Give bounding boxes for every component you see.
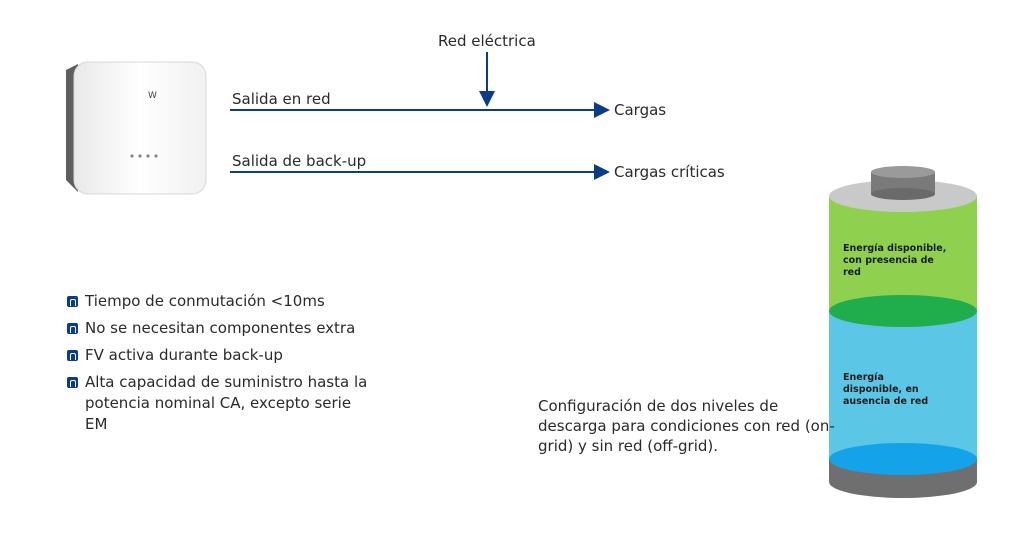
feature-text: Tiempo de conmutación <10ms: [85, 292, 325, 310]
svg-text:W: W: [148, 91, 157, 101]
bullet-icon: [67, 377, 78, 388]
feature-text: Alta capacidad de suministro hasta la po…: [85, 373, 368, 433]
feature-item: No se necesitan componentes extra: [67, 318, 387, 339]
bullet-icon: [67, 323, 78, 334]
critical-loads-label: Cargas críticas: [614, 163, 725, 181]
grid-output-label: Salida en red: [232, 90, 331, 108]
battery-top-label: Energía disponible, con presencia de red: [843, 243, 947, 278]
feature-item: Tiempo de conmutación <10ms: [67, 291, 387, 312]
bullet-icon: [67, 296, 78, 307]
battery-graphic: [829, 166, 977, 498]
config-description: Configuración de dos niveles de descarga…: [538, 397, 835, 455]
battery-bottom-label: Energía disponible, en ausencia de red: [843, 372, 929, 407]
bullet-icon: [67, 350, 78, 361]
feature-text: FV activa durante back-up: [85, 346, 283, 364]
backup-output-label: Salida de back-up: [232, 152, 367, 170]
loads-label: Cargas: [614, 101, 667, 119]
inverter-image: W: [66, 61, 207, 195]
feature-list: Tiempo de conmutación <10ms No se necesi…: [67, 291, 387, 441]
grid-label: Red eléctrica: [438, 32, 536, 50]
feature-item: FV activa durante back-up: [67, 345, 387, 366]
feature-item: Alta capacidad de suministro hasta la po…: [67, 372, 375, 435]
feature-text: No se necesitan componentes extra: [85, 319, 356, 337]
